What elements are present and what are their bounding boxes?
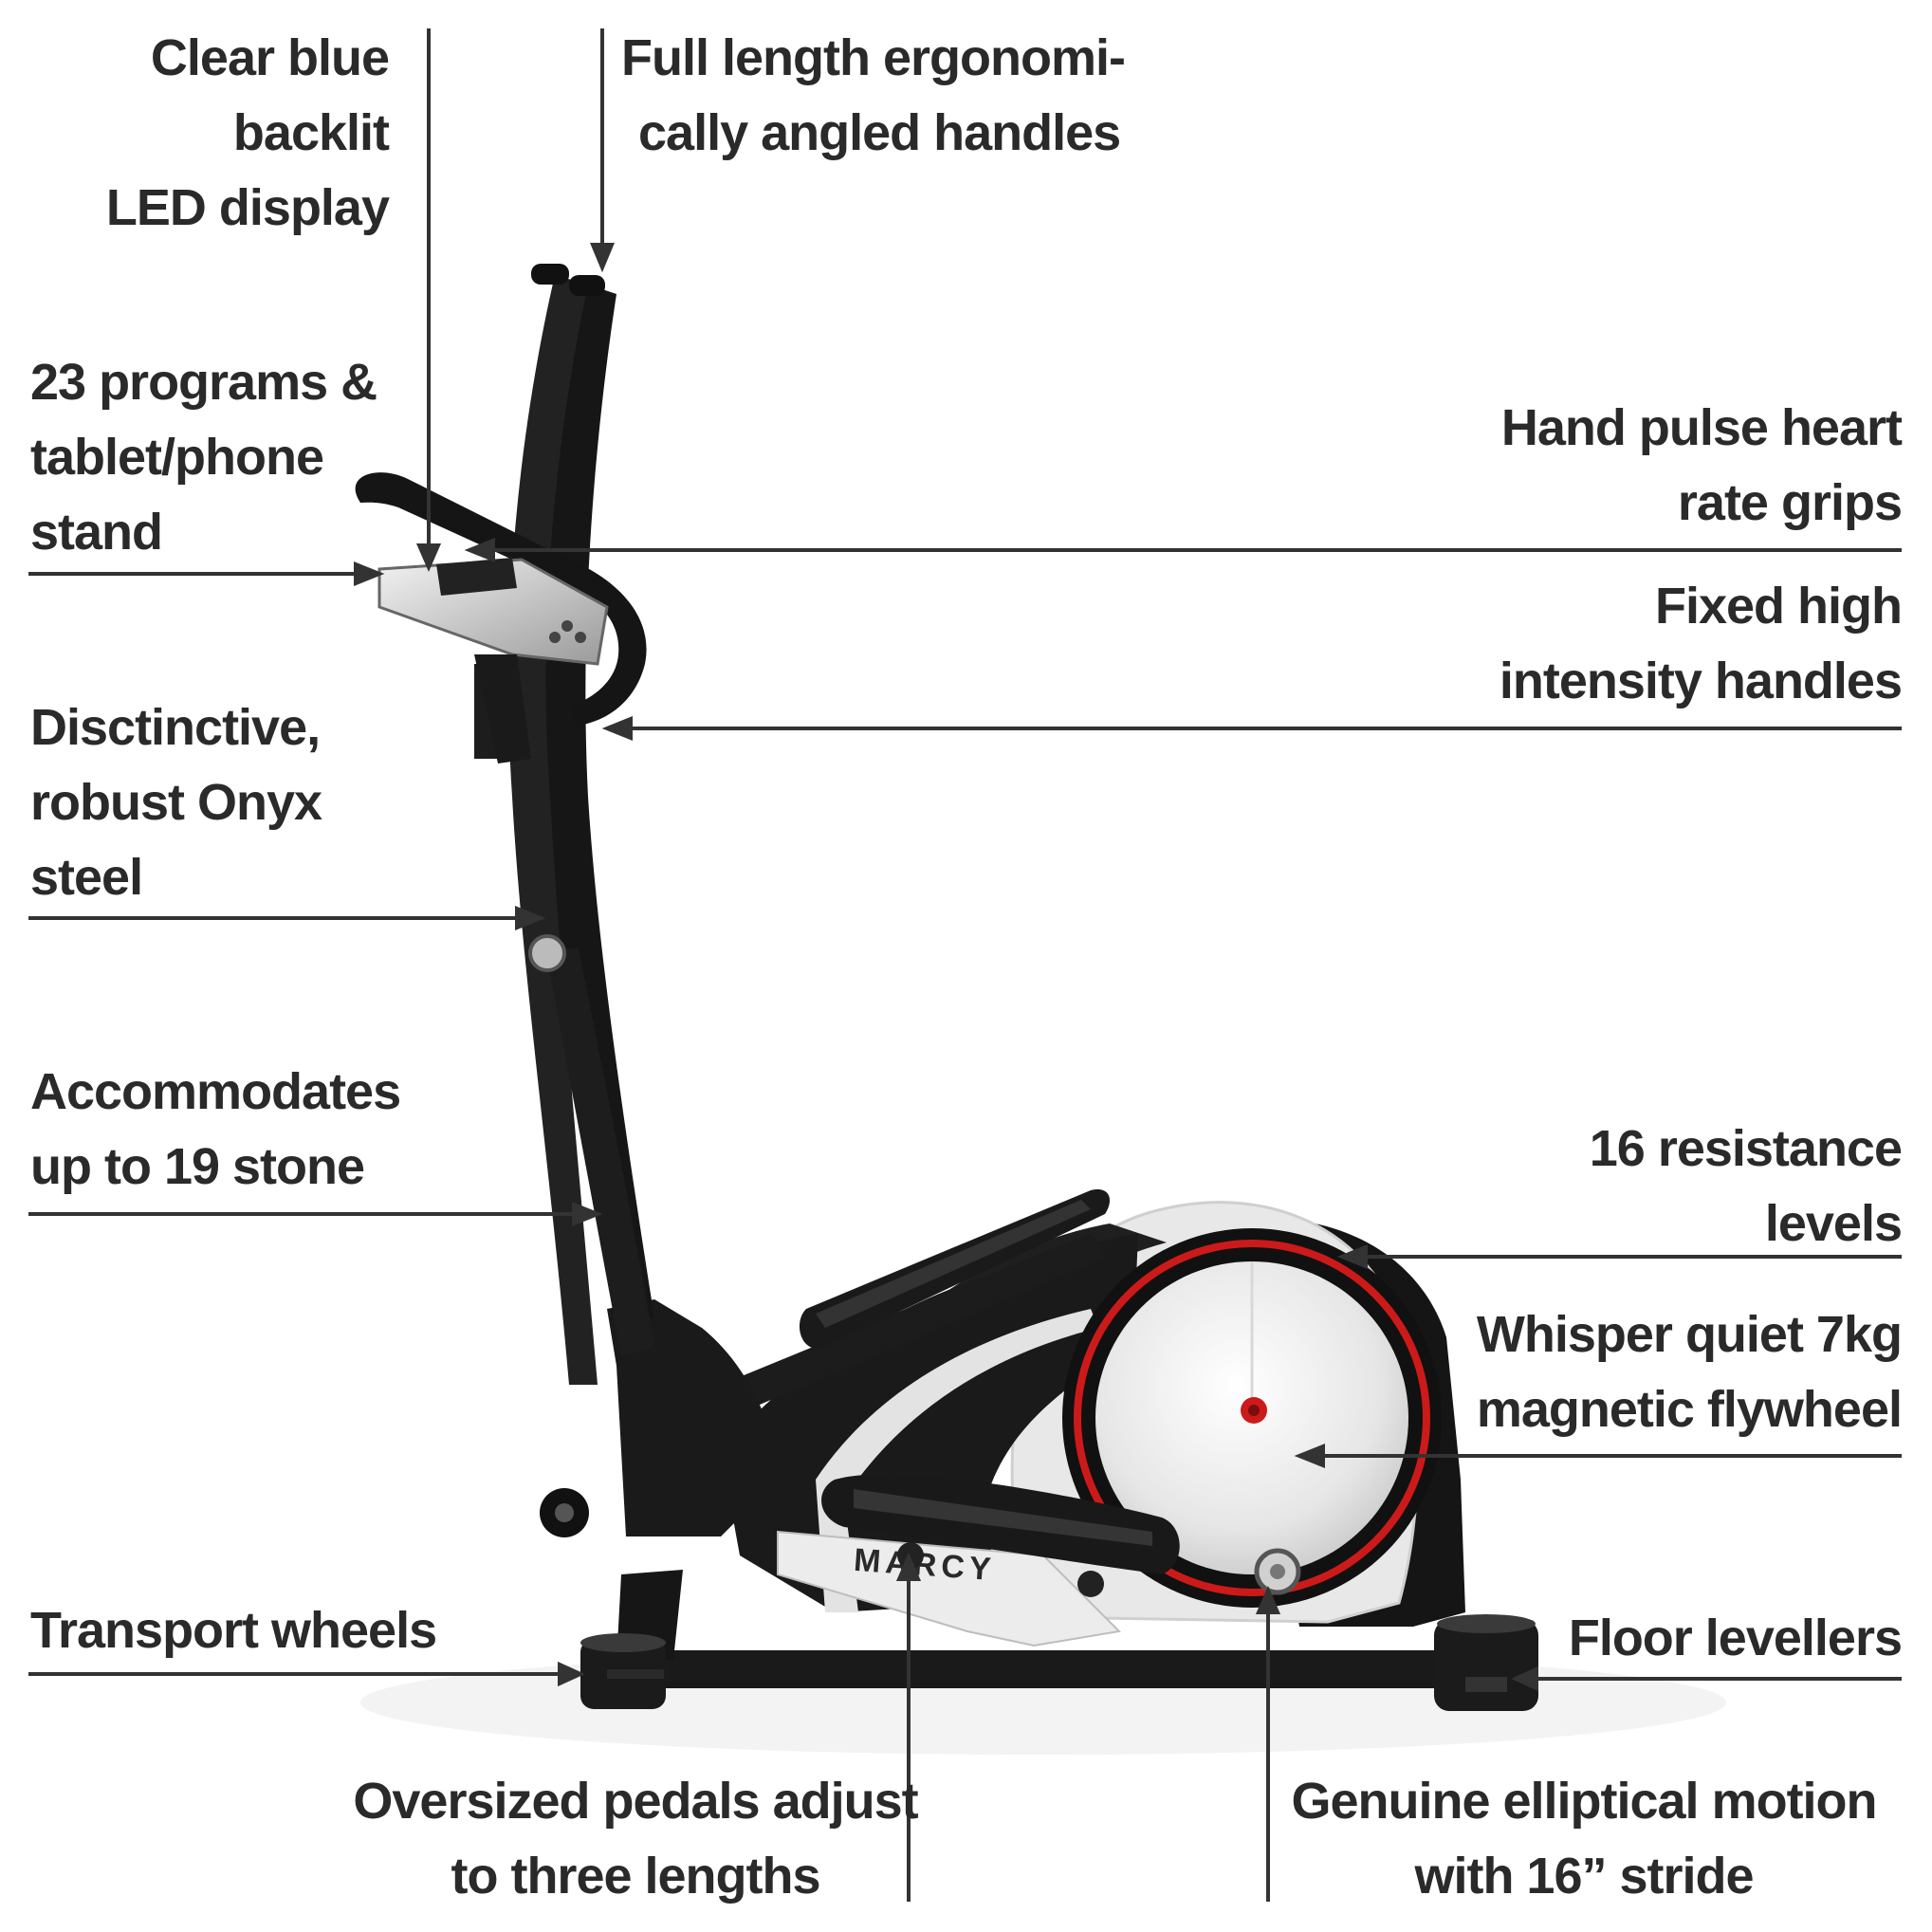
callout-led-display: Clear blue backlit LED display [105,29,390,236]
callout-transport-wheels: Transport wheels [30,1602,437,1659]
fixed-handlebar [355,472,647,726]
front-stanchion [607,1299,778,1536]
pivot-joint-upper [528,934,566,972]
callout-pulse-grips: Hand pulse heart rate grips [1500,399,1903,531]
crank-hub [1254,1548,1301,1595]
transport-wheels [580,1633,666,1709]
callout-flywheel: Whisper quiet 7kg magnetic flywheel [1476,1306,1903,1438]
callout-stride: Genuine elliptical motion with 16” strid… [1291,1773,1877,1904]
moving-handle-rear [542,285,654,1318]
callout-pedals: Oversized pedals adjust to three lengths [353,1773,918,1904]
logo-panel [777,1530,1122,1647]
callout-handles: Full length ergonomi- cally angled handl… [621,29,1126,161]
flywheel [1062,1228,1442,1608]
callout-programs: 23 programs & tablet/phone stand [30,354,377,561]
callout-fixed-handles: Fixed high intensity handles [1499,578,1903,709]
floor-leveller [1434,1614,1538,1711]
callout-resistance: 16 resistance levels [1589,1120,1903,1252]
lower-link-arm [545,948,654,1356]
rear-pedal-arm [721,1233,1105,1413]
base-rail [607,1650,1480,1688]
rear-pedal [799,1189,1110,1349]
callout-floor-levellers: Floor levellers [1568,1610,1903,1666]
handle-grip-top-left [531,264,569,285]
handle-grip-top-right [569,275,605,296]
console-mast [474,654,531,764]
leader-lines [28,28,1902,1902]
front-pedal [821,1474,1180,1597]
callout-capacity: Accommodates up to 19 stone [30,1063,401,1195]
callout-onyx-steel: Disctinctive, robust Onyx steel [30,699,322,906]
